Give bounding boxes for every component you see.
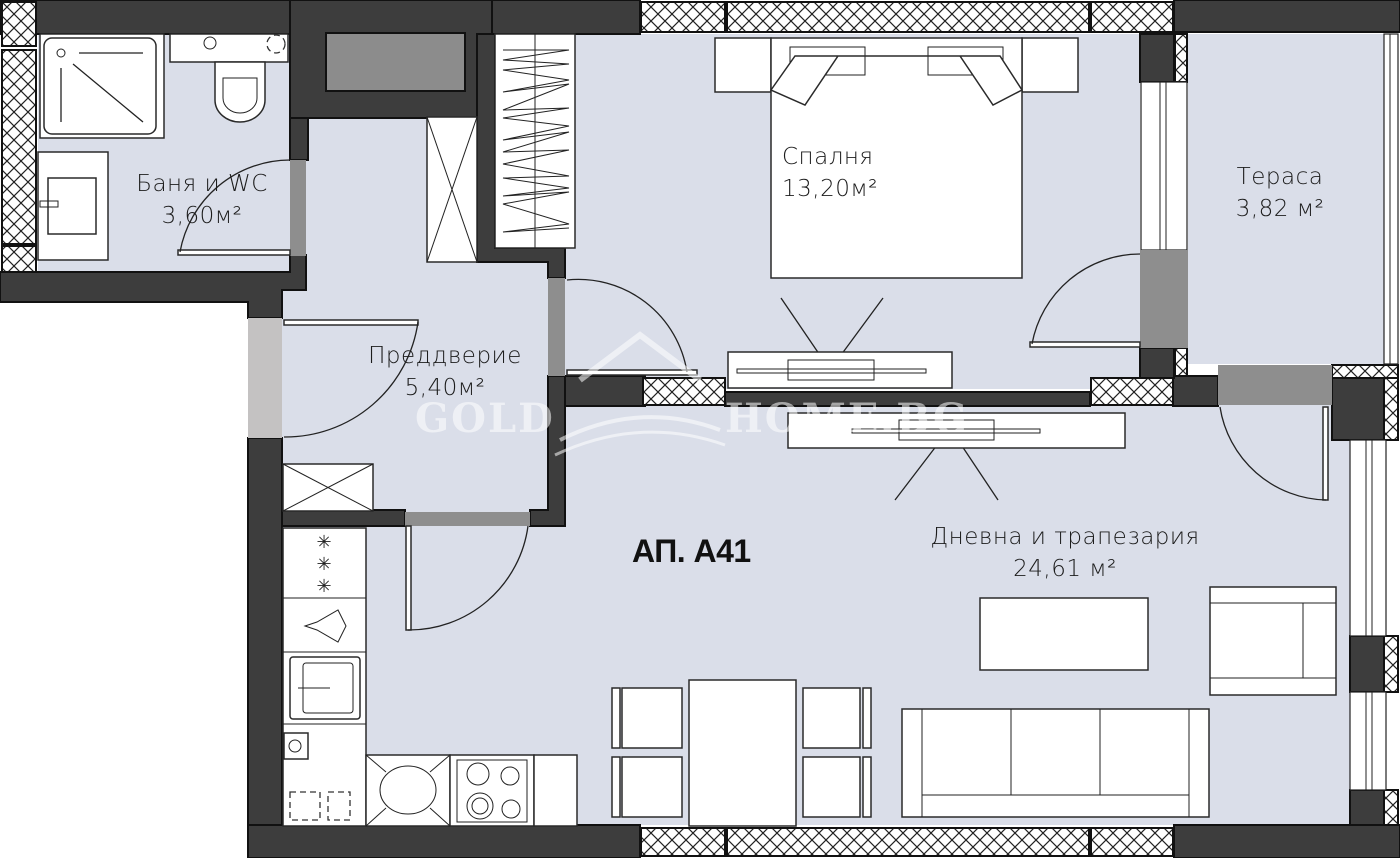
room-name: Дневна и трапезария	[930, 524, 1200, 550]
room-area: 5,40м²	[404, 375, 486, 401]
room-label-bathroom: Баня и WC 3,60м²	[112, 168, 292, 232]
living-furniture	[611, 412, 1337, 827]
door-swings	[177, 159, 1329, 631]
svg-text:✳: ✳	[316, 554, 331, 575]
bathroom-fixtures	[37, 33, 289, 261]
door-openings	[248, 160, 1332, 526]
room-name: Баня и WC	[136, 171, 268, 197]
hallway-fixtures	[282, 33, 576, 512]
room-label-hallway: Преддверие 5,40м²	[340, 340, 550, 404]
room-label-living: Дневна и трапезария 24,61 м²	[880, 521, 1250, 585]
room-area: 13,20м²	[782, 176, 878, 202]
room-area: 3,60м²	[161, 203, 243, 229]
room-label-terrace: Тераса 3,82 м²	[1210, 161, 1350, 225]
apartment-label: АП. А41	[632, 533, 751, 569]
svg-text:✳: ✳	[316, 532, 331, 553]
room-name: Тераса	[1236, 164, 1324, 190]
room-area: 3,82 м²	[1235, 196, 1325, 222]
watermark-left: GOLD	[415, 395, 555, 442]
room-label-bedroom: Спалня 13,20м²	[782, 141, 942, 205]
room-area: 24,61 м²	[1013, 556, 1117, 582]
watermark-logo-icon	[554, 331, 726, 457]
room-name: Преддверие	[368, 343, 522, 369]
windows	[1140, 33, 1399, 791]
kitchen: ✳ ✳ ✳	[282, 527, 578, 827]
room-name: Спалня	[782, 144, 874, 170]
bedroom-furniture	[714, 37, 1079, 389]
watermark-right: HOME.BG	[725, 395, 970, 442]
svg-text:✳: ✳	[316, 576, 331, 597]
